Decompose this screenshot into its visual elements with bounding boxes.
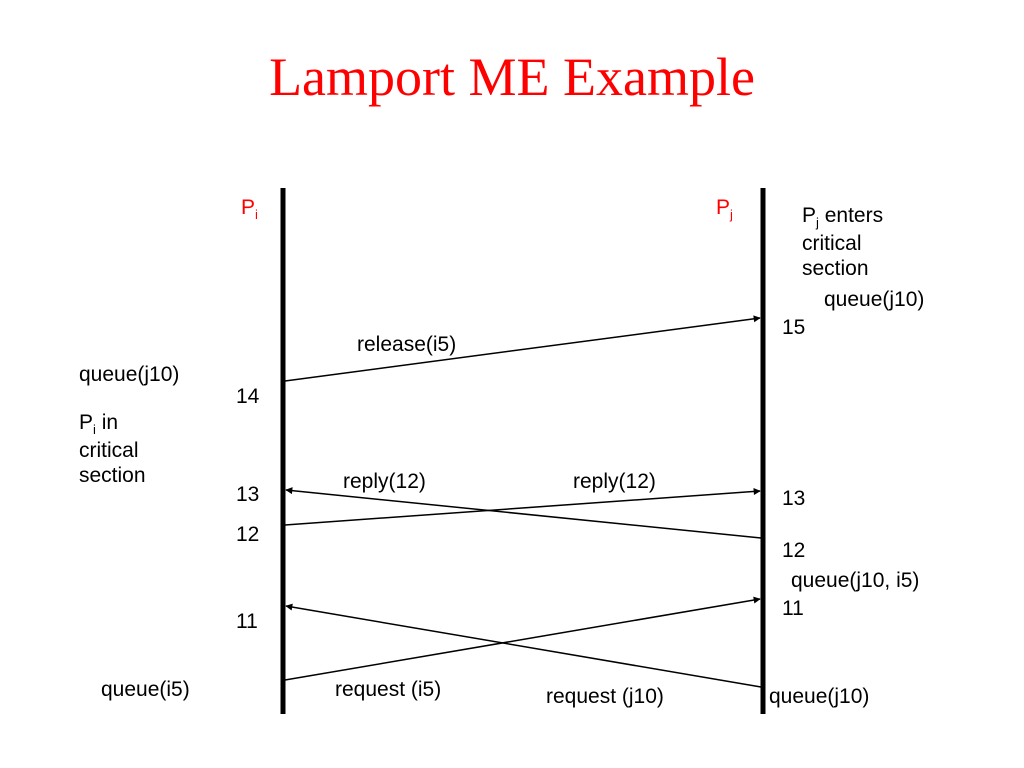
pi-clock-14: 14 [236,385,260,408]
pi-in-text: in [95,411,119,434]
release-label: release(i5) [357,333,457,356]
pj-name: P [802,204,817,227]
pj-clock-12: 12 [782,539,806,562]
pj-clock-15: 15 [782,316,806,339]
pj-subscript: j [816,215,819,231]
pj-queue-top: queue(j10) [824,288,925,311]
process-j-subscript: j [730,207,733,223]
pj-clock-13: 13 [782,487,806,510]
pj-queue-mid: queue(j10, i5) [791,569,920,592]
pi-in-line: Pi in [79,410,146,438]
reply-to-j-arrow [284,487,761,526]
pj-enters-text: enters [818,204,884,227]
pi-section-text: section [79,463,146,487]
request-i-arrow [284,596,761,681]
request-j-label: request (j10) [546,685,664,708]
process-i-name: P [241,196,256,219]
process-i-label: Pi [241,197,258,221]
request-j-arrow [285,603,762,688]
reply-label-right: reply(12) [573,470,656,493]
pi-clock-12: 12 [236,523,260,546]
pi-queue-bottom: queue(i5) [101,678,190,701]
pi-name: P [79,411,94,434]
pi-critical-text: critical [79,438,139,462]
pj-enters-line: Pj enters [802,203,883,231]
pi-clock-11: 11 [236,610,258,633]
process-i-subscript: i [255,207,258,223]
pj-clock-11: 11 [782,597,804,620]
pj-critical-section-note: Pj enters critical section [802,203,883,281]
release-arrow [284,315,761,382]
pi-subscript: i [93,422,96,438]
pi-queue-top: queue(j10) [79,363,180,386]
process-j-label: Pj [716,197,733,221]
pi-clock-13: 13 [236,483,260,506]
pj-critical-text: critical [802,231,862,255]
process-j-name: P [716,196,731,219]
reply-to-i-arrow [285,487,762,539]
reply-label-left: reply(12) [343,470,426,493]
request-i-label: request (i5) [335,678,442,701]
pj-queue-bottom: queue(j10) [769,685,870,708]
pi-critical-section-note: Pi in critical section [79,410,146,488]
pj-section-text: section [802,256,869,280]
page-title: Lamport ME Example [269,47,755,107]
